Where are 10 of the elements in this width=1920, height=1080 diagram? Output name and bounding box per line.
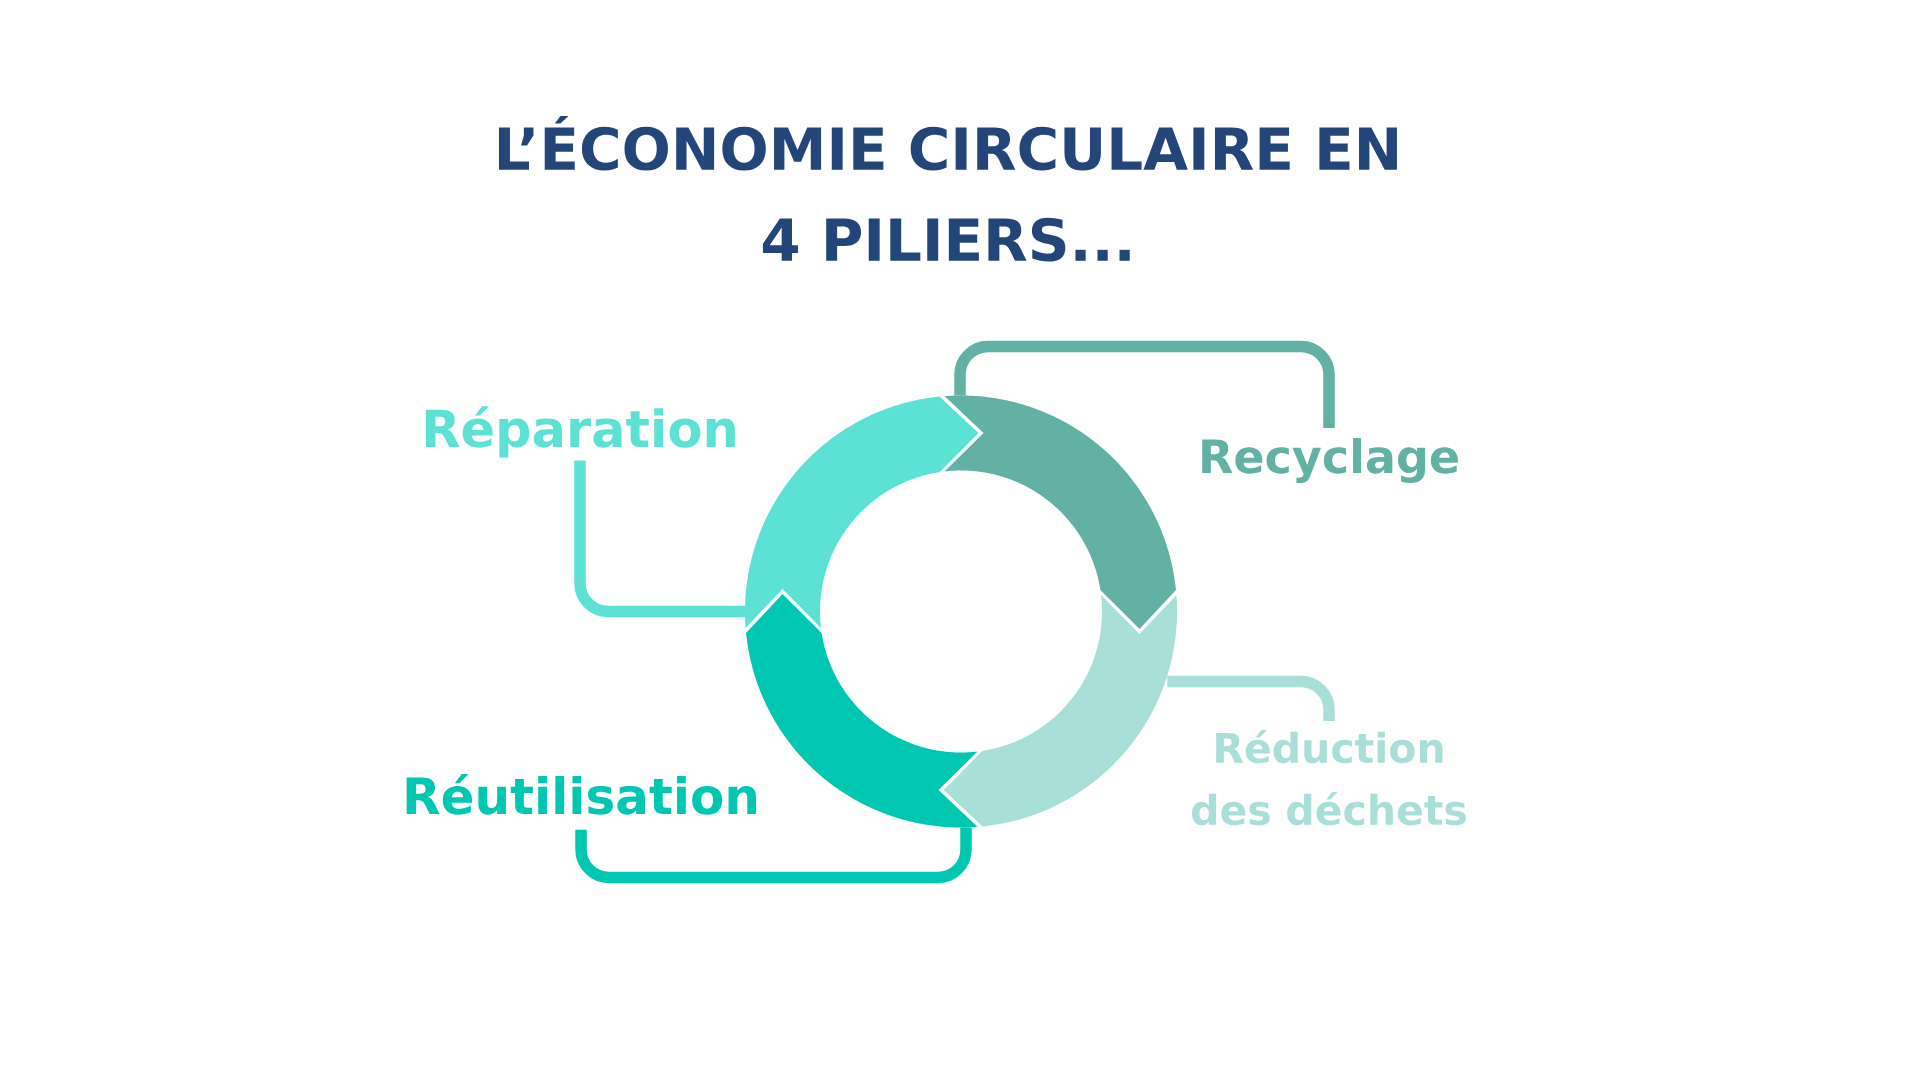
- ring-segment: [745, 396, 979, 628]
- title: L’ÉCONOMIE CIRCULAIRE EN 4 PILIERS...: [499, 116, 1397, 262]
- ring-segment: [944, 395, 1176, 629]
- pillar-label: Réparation: [425, 406, 735, 458]
- leader-line: [954, 340, 1335, 429]
- pillar-label: Recyclage: [1202, 438, 1458, 483]
- ring-segment: [943, 595, 1177, 827]
- pillar-label: Réduction des déchets: [1192, 730, 1466, 826]
- leader-line: [574, 460, 745, 618]
- pillar-label: Réutilisation: [406, 774, 757, 815]
